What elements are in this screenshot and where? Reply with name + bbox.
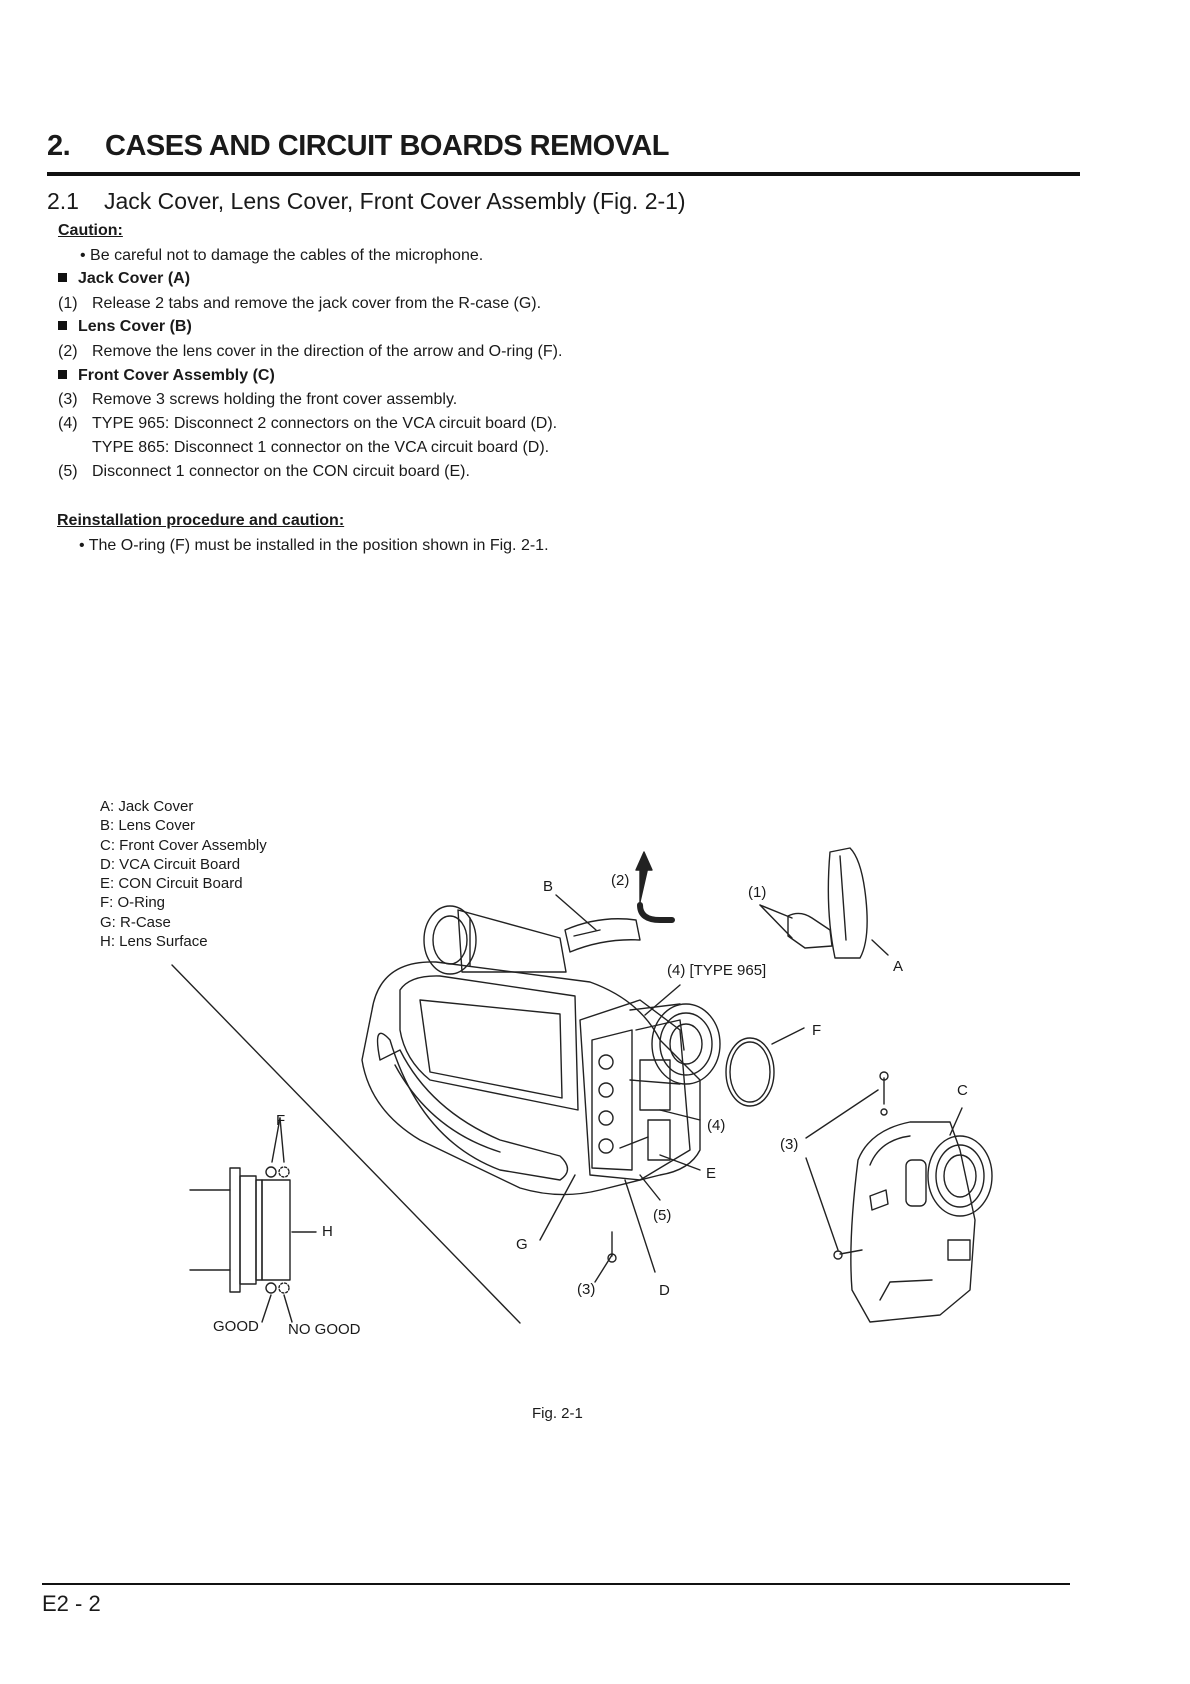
title-rule (47, 172, 1080, 176)
jack-cover-heading-text: Jack Cover (A) (78, 270, 191, 287)
step-number: (4) (58, 415, 78, 432)
step-text: Remove the lens cover in the direction o… (92, 343, 563, 360)
legend-item: F: O-Ring (100, 894, 166, 912)
step-number: (1) (58, 295, 78, 312)
o-ring-inset-drawing (189, 1117, 317, 1323)
label-no-good: NO GOOD (288, 1321, 361, 1338)
step-5: (5) Disconnect 1 connector on the CON cir… (58, 463, 470, 481)
step-2: (2) Remove the lens cover in the directio… (58, 343, 562, 361)
label-a: A (893, 958, 904, 975)
step-4-variant: TYPE 865: Disconnect 1 connector on the … (58, 439, 549, 457)
step-text: Release 2 tabs and remove the jack cover… (92, 295, 542, 312)
subsection-number: 2.1 (47, 188, 79, 214)
label-step3-bottom: (3) (577, 1281, 596, 1298)
step-number: (3) (58, 391, 78, 408)
label-good: GOOD (213, 1318, 259, 1335)
camcorder-body-drawing (361, 851, 721, 1283)
footer-rule (42, 1583, 1070, 1585)
legend-item: C: Front Cover Assembly (100, 836, 267, 854)
label-e: E (706, 1165, 717, 1182)
subsection-title: 2.1 Jack Cover, Lens Cover, Front Cover A… (47, 188, 686, 215)
step-text: TYPE 965: Disconnect 2 connectors on the… (92, 415, 558, 432)
section-title: 2. CASES AND CIRCUIT BOARDS REMOVAL (47, 130, 670, 163)
legend-item: E: CON Circuit Board (100, 875, 243, 893)
figure-caption: Fig. 2-1 (532, 1405, 583, 1422)
front-cover-heading: Front Cover Assembly (C) (58, 367, 275, 385)
lens-cover-heading: Lens Cover (B) (58, 318, 192, 336)
jack-cover-drawing (759, 847, 889, 959)
step-text: Disconnect 1 connector on the CON circui… (92, 463, 470, 480)
legend-item: G: R-Case (100, 913, 171, 931)
step-1: (1) Release 2 tabs and remove the jack co… (58, 295, 541, 313)
label-step2: (2) (611, 872, 630, 889)
legend-item: H: Lens Surface (100, 933, 208, 951)
subsection-title-text: Jack Cover, Lens Cover, Front Cover Asse… (104, 188, 686, 214)
step-text: Remove 3 screws holding the front cover … (92, 391, 458, 408)
label-type965: (4) [TYPE 965] (667, 962, 767, 979)
leader-line (171, 964, 521, 1324)
front-cover-drawing (805, 1071, 993, 1323)
step-number: (2) (58, 343, 78, 360)
step-number: (5) (58, 463, 78, 480)
label-f-main: F (812, 1022, 822, 1039)
step-text: TYPE 865: Disconnect 1 connector on the … (92, 439, 550, 456)
reinstallation-text: • The O-ring (F) must be installed in th… (79, 537, 549, 554)
label-f-inset: F (276, 1112, 286, 1129)
figure-legend: A: Jack Cover B: Lens Cover C: Front Cov… (100, 797, 267, 951)
reinstallation-heading: Reinstallation procedure and caution: (57, 512, 345, 529)
page-number: E2 - 2 (42, 1591, 101, 1616)
label-d: D (659, 1282, 670, 1299)
jack-cover-heading: Jack Cover (A) (58, 270, 190, 288)
square-bullet-icon (58, 370, 67, 379)
label-step3-right: (3) (780, 1136, 799, 1153)
label-step5: (5) (653, 1207, 672, 1224)
section-number: 2. (47, 130, 71, 162)
square-bullet-icon (58, 273, 67, 282)
step-3: (3) Remove 3 screws holding the front cov… (58, 391, 457, 409)
front-cover-heading-text: Front Cover Assembly (C) (78, 367, 275, 384)
lens-cover-heading-text: Lens Cover (B) (78, 318, 192, 335)
o-ring-drawing (725, 1027, 805, 1107)
label-c: C (957, 1082, 968, 1099)
caution-heading: Caution: (58, 222, 123, 239)
square-bullet-icon (58, 321, 67, 330)
label-h: H (322, 1223, 333, 1240)
label-b: B (543, 878, 554, 895)
section-title-text: CASES AND CIRCUIT BOARDS REMOVAL (105, 130, 670, 162)
legend-item: B: Lens Cover (100, 817, 196, 835)
label-g: G (516, 1236, 528, 1253)
caution-text: • Be careful not to damage the cables of… (80, 247, 484, 264)
label-step1: (1) (748, 884, 767, 901)
step-4: (4) TYPE 965: Disconnect 2 connectors on … (58, 415, 557, 433)
label-step4: (4) (707, 1117, 726, 1134)
legend-item: D: VCA Circuit Board (100, 855, 241, 873)
legend-item: A: Jack Cover (100, 798, 194, 815)
